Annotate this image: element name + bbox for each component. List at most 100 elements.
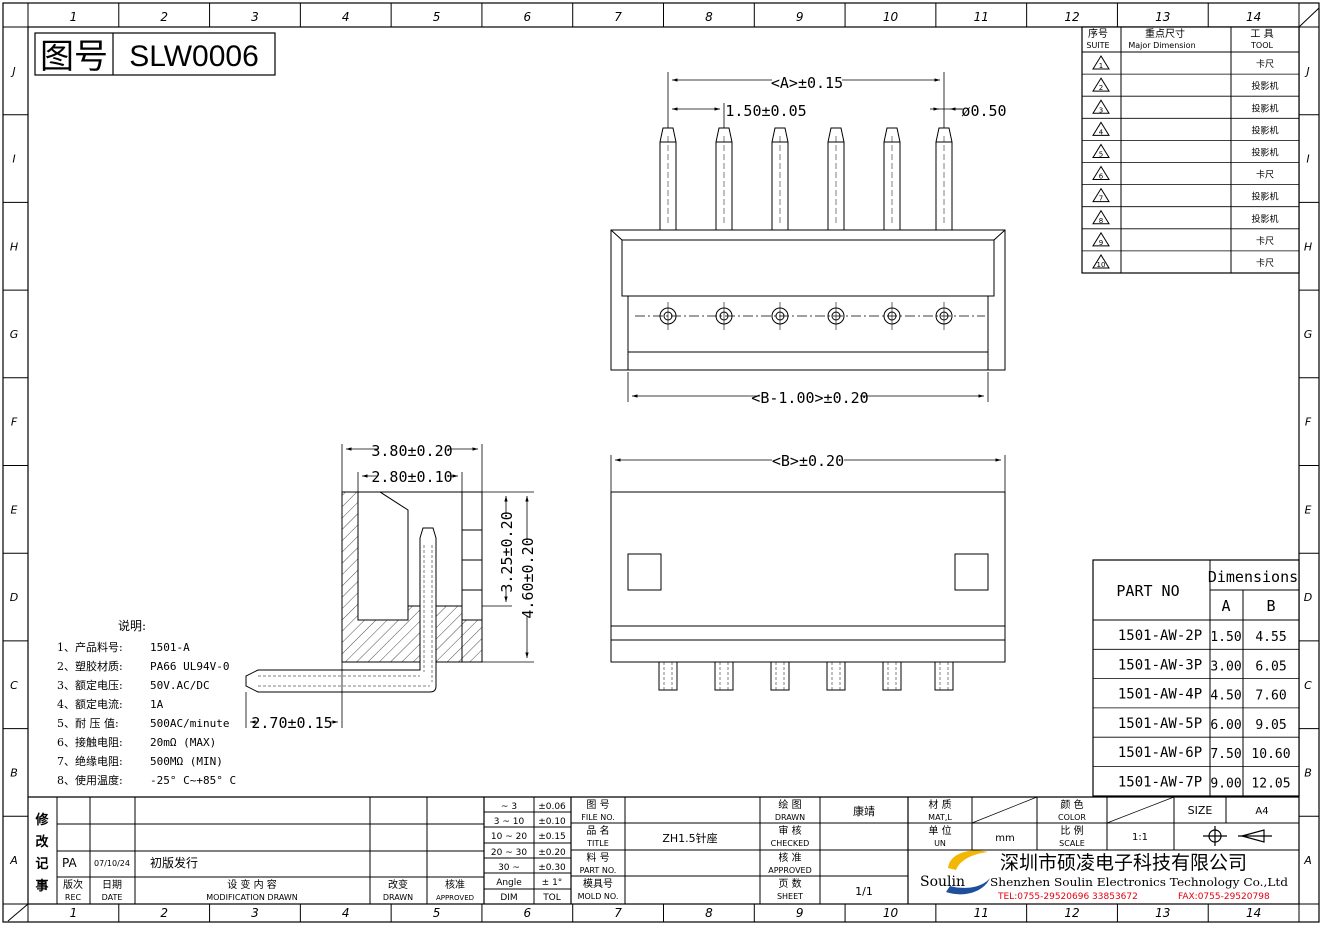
note-label: 5、耐 压 值: — [57, 717, 119, 730]
triangle-marker-icon — [1092, 253, 1110, 269]
note-label: 1、产品料号: — [57, 640, 123, 654]
part-no-header: PART NO — [1116, 582, 1179, 600]
grid-row-label: H — [10, 240, 18, 253]
appr-head-cn: 核准 — [445, 878, 465, 891]
product-title: ZH1.5针座 — [662, 831, 717, 845]
grid-row-label: E — [11, 503, 18, 516]
dim-a-value: 7.50 — [1210, 747, 1241, 762]
drawn-head-en: DRAWN — [383, 893, 413, 902]
svg-text:CHECKED: CHECKED — [771, 839, 810, 848]
suite-number: 6 — [1099, 173, 1104, 181]
suite-number: 9 — [1099, 239, 1103, 247]
note-value: 20mΩ (MAX) — [150, 736, 216, 749]
svg-text:PART NO.: PART NO. — [580, 866, 617, 875]
grid-col-label: 5 — [433, 10, 441, 24]
suite-number: 7 — [1099, 195, 1103, 203]
suite-number: 1 — [1099, 62, 1103, 70]
pin-tail — [934, 661, 954, 691]
tool-header-en: TOOL — [1250, 41, 1273, 50]
col-a-header: A — [1221, 597, 1230, 615]
tolerance-value: ± 1° — [542, 878, 563, 888]
rev-desc: 初版发行 — [150, 855, 198, 870]
grid-col-label: 4 — [342, 10, 350, 24]
major-dimension-table: 序号 SUITE 重点尺寸 Major Dimension 工 具 TOOL 1… — [1081, 26, 1300, 274]
tolerance-value: ±0.30 — [538, 863, 566, 873]
part-number: 1501-AW-4P — [1118, 687, 1202, 703]
suite-number: 5 — [1099, 150, 1103, 158]
grid-col-label: 6 — [524, 10, 532, 24]
grid-col-label: 9 — [796, 906, 804, 920]
tool-name: 卡尺 — [1256, 235, 1274, 247]
grid-row-label: A — [1303, 854, 1312, 867]
grid-row-label: J — [1304, 65, 1309, 78]
part-number: 1501-AW-2P — [1118, 628, 1202, 644]
svg-text:页 数: 页 数 — [778, 877, 801, 890]
svg-text:材 质: 材 质 — [928, 798, 951, 811]
dim-side-outer: 3.80±0.20 — [371, 442, 452, 460]
dim-pin-dia: ø0.50 — [961, 102, 1006, 120]
note-value: 1501-A — [150, 641, 190, 654]
rev-head-en: REC — [65, 893, 82, 902]
dim-a-value: 9.00 — [1210, 777, 1241, 792]
date-head-en: DATE — [102, 893, 123, 902]
grid-row-label: H — [1304, 240, 1312, 253]
grid-row-label: D — [1304, 591, 1312, 604]
dim-b-minus: <B-1.00>±0.20 — [751, 389, 868, 407]
grid-col-label: 8 — [705, 10, 713, 24]
suite-header-en: SUITE — [1086, 41, 1109, 50]
grid-col-label: 2 — [160, 10, 168, 24]
grid-col-label: 11 — [974, 906, 989, 920]
dim-side-inner: 2.80±0.10 — [371, 468, 452, 486]
pin-tail — [714, 661, 734, 691]
tool-name: 卡尺 — [1256, 257, 1274, 269]
top-view-pins — [659, 127, 953, 330]
pin — [827, 127, 845, 330]
svg-text:MOLD NO.: MOLD NO. — [578, 892, 619, 901]
grid-row-label: B — [1304, 766, 1312, 779]
mod-head-cn: 设 变 内 容 — [227, 878, 277, 891]
dim-b: <B>±0.20 — [772, 452, 844, 470]
grid-col-label: 7 — [614, 10, 622, 24]
dim-side-h2: 4.60±0.20 — [519, 537, 537, 618]
top-view — [610, 229, 1006, 371]
notes-heading: 说明: — [118, 618, 146, 633]
note-label: 2、塑胶材质: — [57, 659, 123, 673]
grid-row-label: J — [10, 65, 15, 78]
dim-b-value: 6.05 — [1255, 659, 1286, 674]
grid-col-label: 10 — [883, 906, 899, 920]
unit-value: mm — [995, 833, 1014, 844]
svg-text:SIZE: SIZE — [1188, 804, 1213, 817]
dim-b-value: 12.05 — [1251, 777, 1290, 792]
company-logo: Soulin — [920, 850, 990, 895]
tol-foot-dim: DIM — [500, 893, 517, 903]
rev-date: 07/10/24 — [94, 859, 130, 868]
svg-text:FILE NO.: FILE NO. — [581, 813, 615, 822]
grid-row-label: C — [10, 679, 18, 692]
tolerance-range: 30 ~ — [498, 863, 520, 873]
company-fax: FAX:0755-29520798 — [1178, 892, 1270, 902]
triangle-marker-icon — [1092, 231, 1110, 247]
col-b-header: B — [1266, 597, 1275, 615]
company-tel: TEL:0755-29520696 33853672 — [997, 892, 1138, 902]
notes: 说明: 1、产品料号:1501-A2、塑胶材质:PA66 UL94V-03、额定… — [57, 618, 236, 787]
sheet-count: 1/1 — [855, 885, 873, 898]
grid-col-label: 12 — [1064, 906, 1079, 920]
grid-col-label: 7 — [614, 906, 622, 920]
grid-row-label: A — [9, 854, 18, 867]
part-number: 1501-AW-6P — [1118, 745, 1202, 761]
company-name-en: Shenzhen Soulin Electronics Technology C… — [990, 875, 1289, 889]
drawing-number-label: 图号 — [40, 37, 108, 77]
svg-text:SHEET: SHEET — [777, 892, 803, 901]
dim-a-value: 6.00 — [1210, 718, 1241, 733]
triangle-marker-icon — [1092, 55, 1110, 70]
dim-header-cn: 重点尺寸 — [1145, 27, 1185, 40]
svg-text:MAT,L: MAT,L — [928, 813, 952, 822]
svg-text:模具号: 模具号 — [583, 878, 613, 890]
pin-tail — [882, 661, 902, 691]
grid-col-label: 5 — [433, 906, 441, 920]
triangle-marker-icon — [1092, 209, 1110, 225]
tool-header-cn: 工 具 — [1250, 28, 1273, 40]
tool-name: 投影机 — [1251, 191, 1278, 203]
